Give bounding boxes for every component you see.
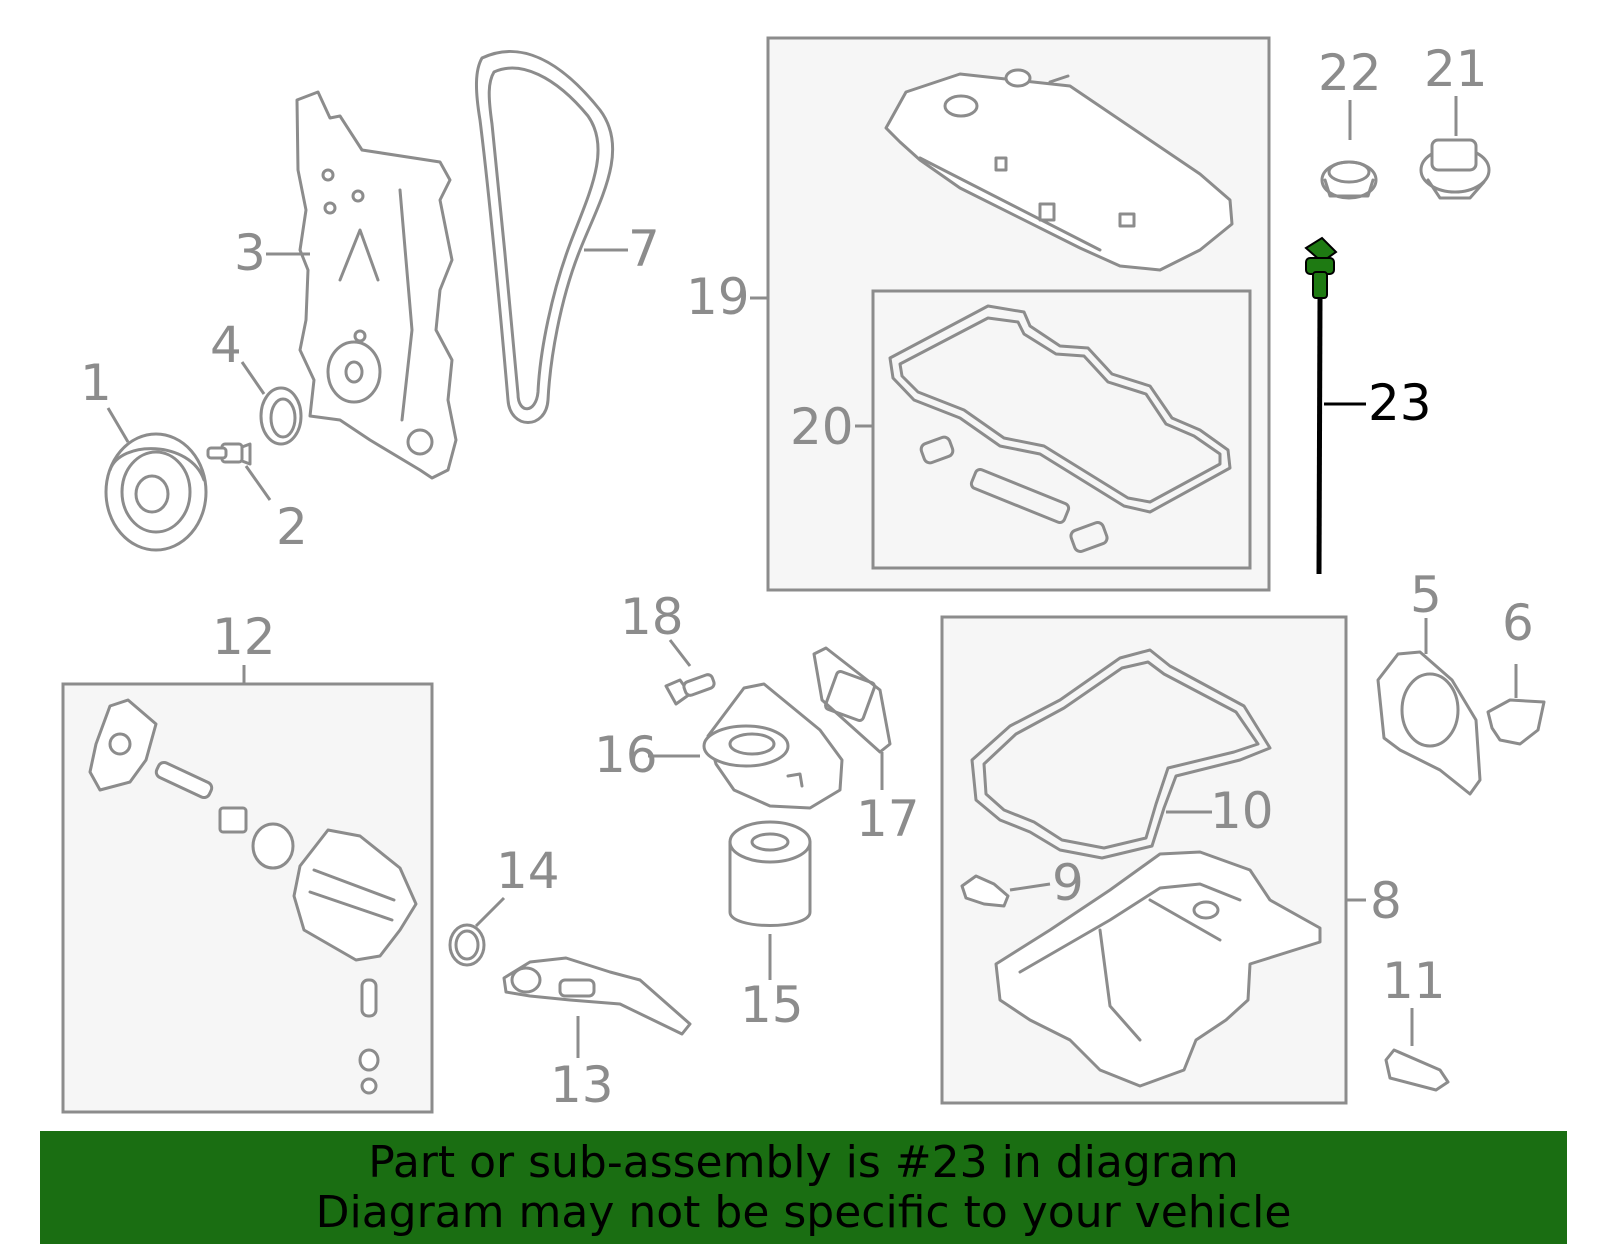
callout-20: 20 [790,398,854,456]
part-info-banner: Part or sub-assembly is #23 in diagram D… [40,1131,1567,1244]
part-21-filler-cap[interactable] [1419,138,1491,200]
banner-line-disclaimer: Diagram may not be specific to your vehi… [315,1186,1292,1238]
callout-5: 5 [1410,566,1442,624]
part-13-pickup-tube[interactable] [502,956,692,1036]
part-16-filter-housing[interactable] [702,682,844,810]
callout-17: 17 [856,790,920,848]
callout-14: 14 [496,842,560,900]
part-5-seal-retainer[interactable] [1376,650,1482,796]
callout-21: 21 [1424,40,1488,98]
callout-19: 19 [686,268,750,326]
part-23-dipstick[interactable] [1304,236,1338,575]
callout-22: 22 [1318,44,1382,102]
part-19-valve-cover[interactable] [884,68,1234,272]
part-1-crank-pulley[interactable] [104,432,208,552]
part-8-oil-pan[interactable] [994,850,1322,1088]
callout-23: 23 [1368,374,1432,432]
callout-18: 18 [620,588,684,646]
part-14-o-ring[interactable] [448,923,486,967]
part-11-drain-plug[interactable] [1384,1048,1450,1092]
callout-numbers: 1 2 3 4 5 6 7 8 9 10 11 12 13 14 15 16 1… [80,40,1534,1114]
callout-6: 6 [1502,594,1534,652]
callout-15: 15 [740,976,804,1034]
part-15-oil-filter[interactable] [728,820,812,927]
part-20-gasket-set[interactable] [888,304,1232,553]
callout-2: 2 [276,498,308,556]
leader-lines [106,96,1518,1058]
part-18-bolt[interactable] [664,673,716,706]
group-box-20 [871,289,1252,570]
group-box-8 [940,615,1348,1105]
callout-12: 12 [212,608,276,666]
part-22-cap[interactable] [1320,160,1378,200]
part-9-sensor[interactable] [960,874,1010,908]
callout-16: 16 [594,726,658,784]
callout-8: 8 [1370,872,1402,930]
callout-4: 4 [210,316,242,374]
callout-3: 3 [234,224,266,282]
part-6-clip[interactable] [1486,698,1546,746]
part-4-seal[interactable] [259,386,303,446]
callout-9: 9 [1052,854,1084,912]
callout-10: 10 [1210,782,1274,840]
callout-13: 13 [550,1056,614,1114]
callout-1: 1 [80,354,112,412]
timing-cover[interactable] [295,90,458,480]
banner-line-part: Part or sub-assembly is #23 in diagram [368,1136,1239,1188]
callout-7: 7 [628,220,660,278]
part-7-timing-chain[interactable] [474,50,615,424]
part-17-gasket[interactable] [812,646,892,754]
callout-11: 11 [1382,952,1446,1010]
part-2-bolt[interactable] [206,442,252,466]
part-10-pan-gasket[interactable] [970,648,1272,860]
part-12-oil-pump[interactable] [88,698,418,1095]
